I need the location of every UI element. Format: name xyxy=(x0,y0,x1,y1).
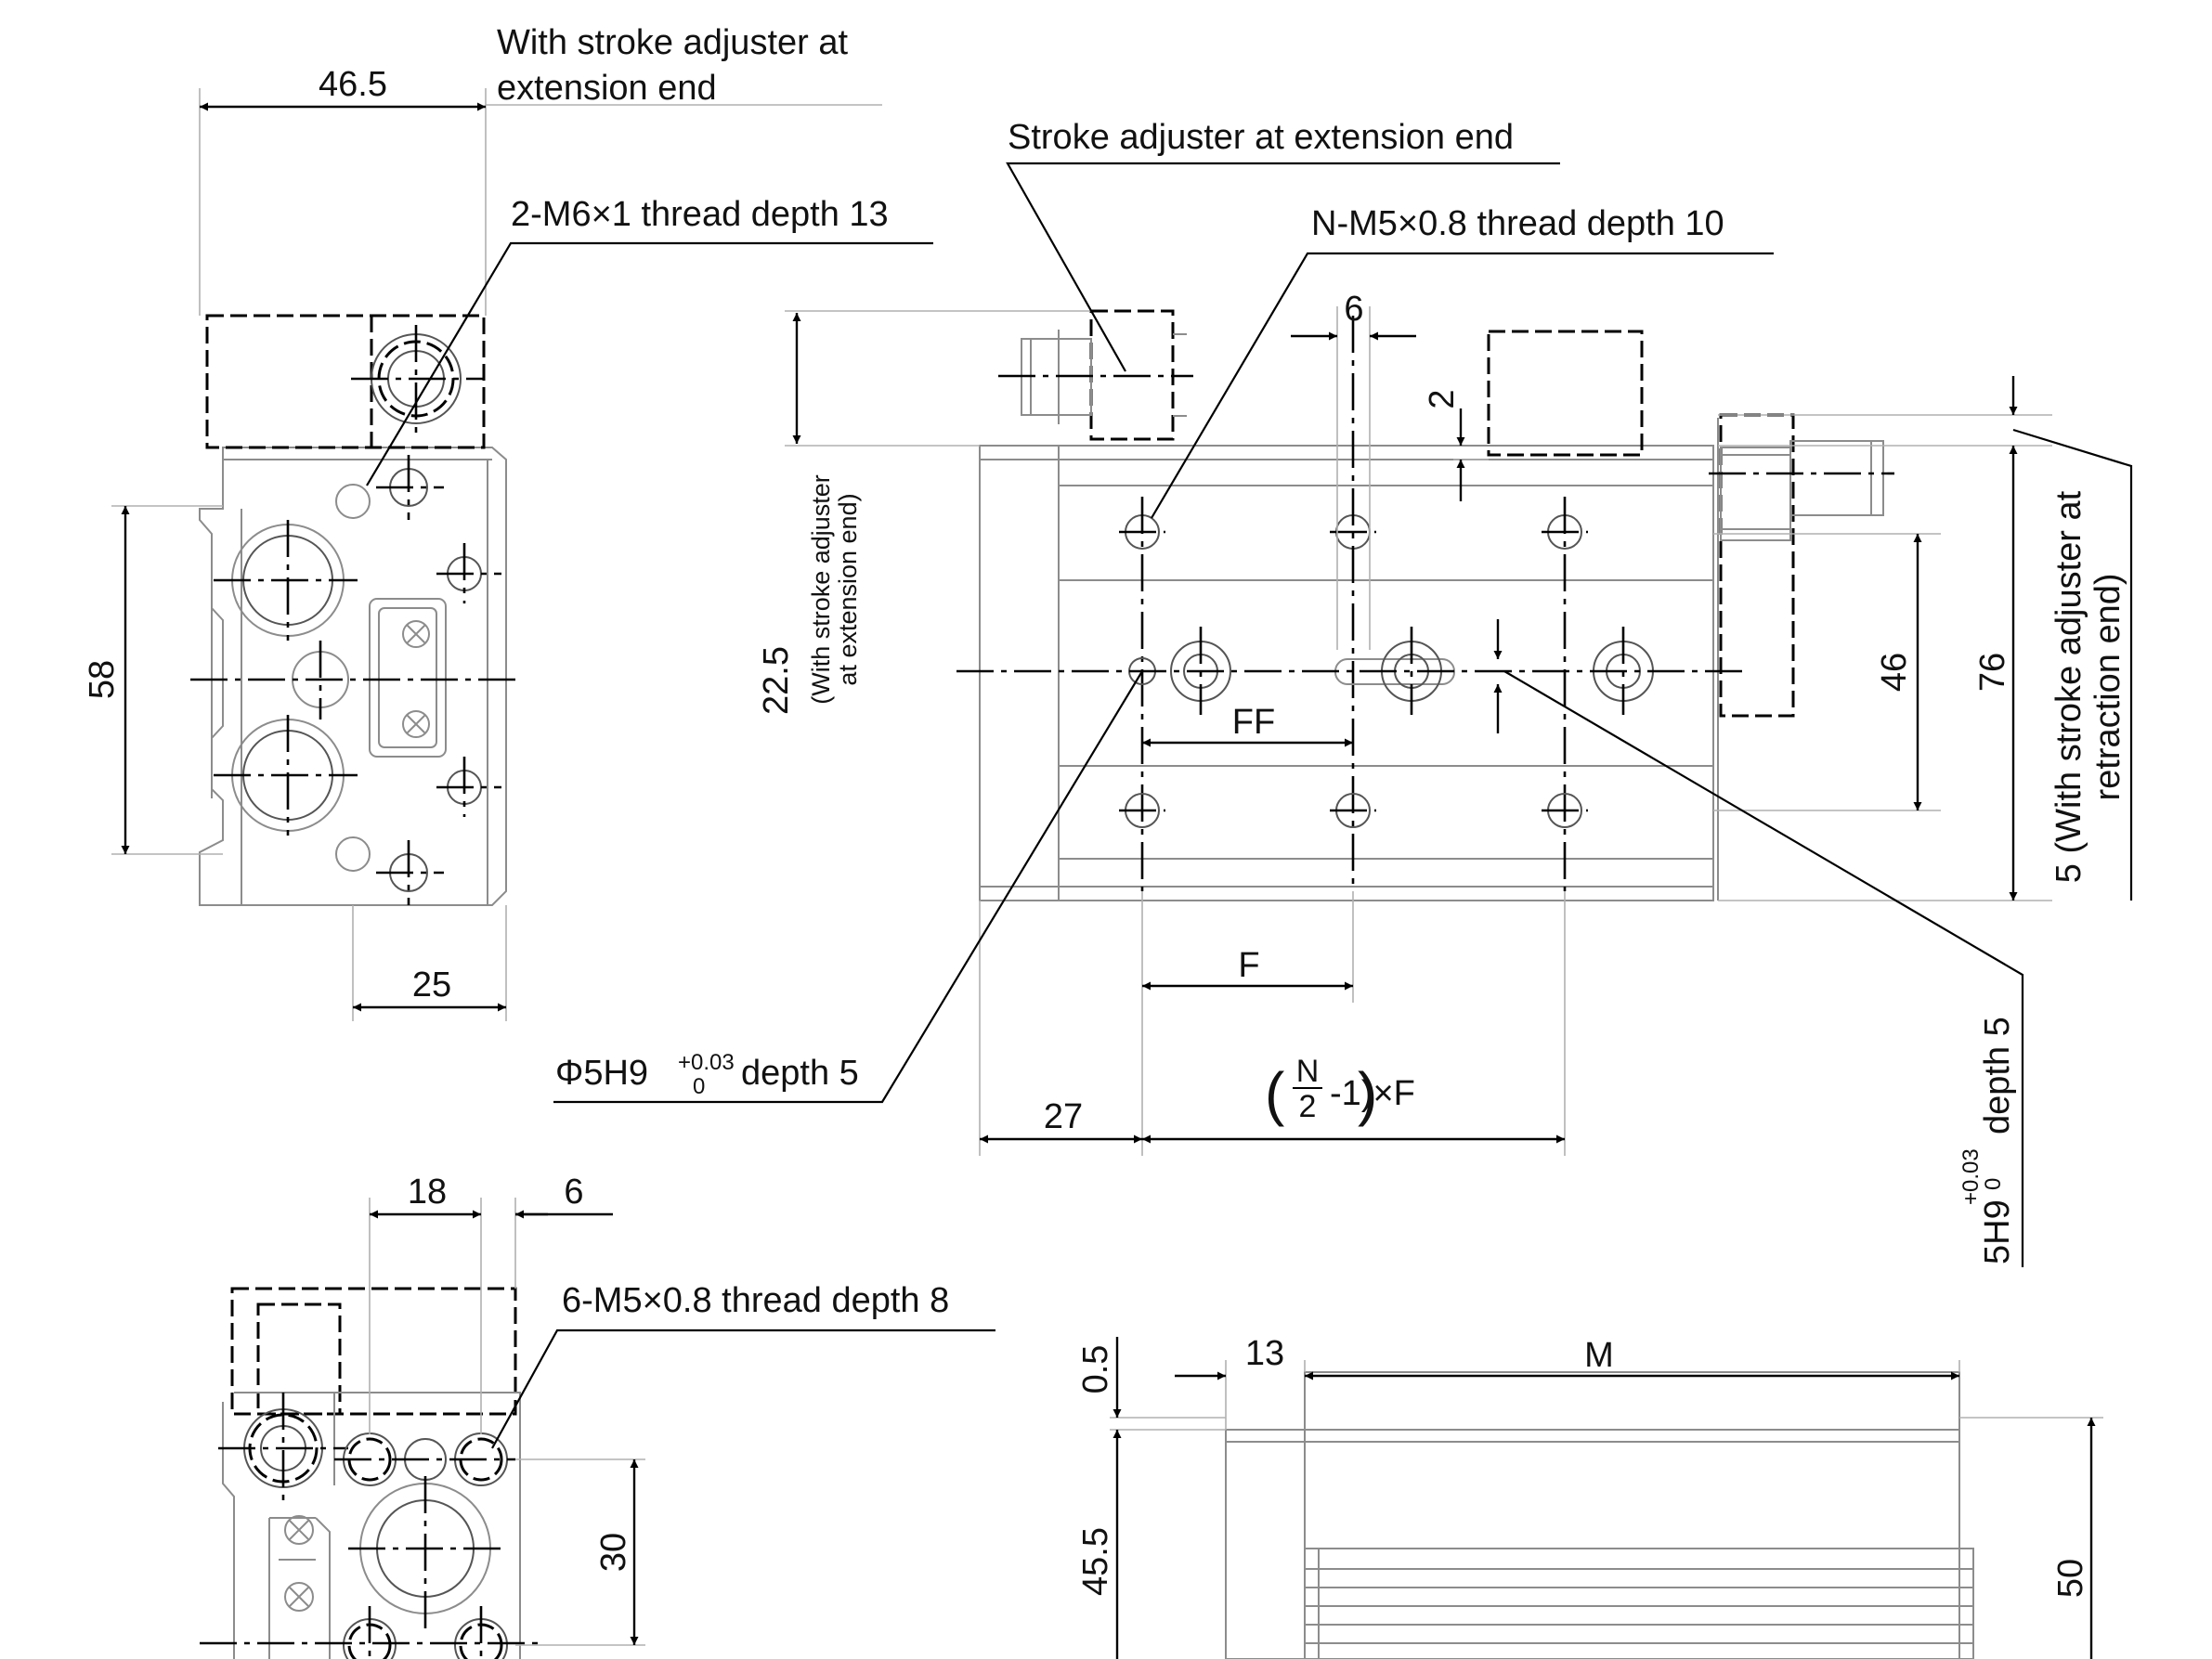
right-note-line2: retraction end) xyxy=(2088,573,2127,800)
stroke-adjuster-dashed-block xyxy=(205,314,486,449)
dim-25: 25 xyxy=(412,966,451,1004)
right-note-line1: 5 (With stroke adjuster at xyxy=(2049,490,2088,883)
stopper-dashed-block xyxy=(1487,330,1644,457)
side-note-line2: at extension end) xyxy=(834,493,862,685)
label-phi5h9-tol-plus: +0.03 xyxy=(678,1050,735,1075)
end-view-top-left: 46.5 58 25 With stroke adjuster at exten… xyxy=(83,23,933,1021)
leader-phi5h9 xyxy=(553,670,1143,1104)
label-stroke-adjuster-ext-end: Stroke adjuster at extension end xyxy=(1008,118,1514,157)
label-5h9: 5H9 xyxy=(1978,1199,2017,1264)
label-2-m6-thread: 2-M6×1 thread depth 13 xyxy=(511,195,889,234)
label-5h9-tol-plus: +0.03 xyxy=(1958,1148,1984,1205)
dim-76: 76 xyxy=(1973,653,2012,692)
dim-30: 30 xyxy=(594,1533,633,1572)
dim-27: 27 xyxy=(1044,1097,1083,1136)
bottom-adjuster-dashed xyxy=(230,1287,517,1416)
label-with-stroke-adjuster-ext-1: With stroke adjuster at xyxy=(497,23,848,62)
end-view-body-outline xyxy=(199,447,507,906)
label-6-m5-thread: 6-M5×0.8 thread depth 8 xyxy=(562,1281,949,1320)
side-view-bottom-right: 13 M 0.5 45.5 50 xyxy=(1076,1334,2103,1659)
dim-M: M xyxy=(1584,1336,1614,1375)
centre-row-holes xyxy=(956,627,1746,715)
dim-0-5: 0.5 xyxy=(1076,1345,1115,1394)
dim-22-5: 22.5 xyxy=(757,646,796,715)
end-view-bottom-left: 18 6 30 6-M5×0.8 thread depth 8 xyxy=(200,1173,995,1659)
dim-2: 2 xyxy=(1423,389,1462,408)
leader-2-m6 xyxy=(366,241,933,486)
formula-rest: -1)×F xyxy=(1330,1074,1415,1113)
label-5h9-depth: depth 5 xyxy=(1978,1017,2017,1134)
dim-58: 58 xyxy=(83,660,122,699)
formula-open-paren: ( xyxy=(1265,1060,1284,1127)
dim-FF: FF xyxy=(1232,703,1275,742)
leader-stroke-adjuster xyxy=(1006,162,1560,372)
dim-6-bottom: 6 xyxy=(564,1173,583,1212)
formula-2: 2 xyxy=(1299,1089,1317,1124)
dim-45-5: 45.5 xyxy=(1076,1527,1115,1596)
table-body-outline xyxy=(979,445,1714,901)
dim-F: F xyxy=(1238,946,1259,985)
leader-6-m5 xyxy=(491,1328,995,1449)
dim-13: 13 xyxy=(1245,1334,1284,1373)
label-with-stroke-adjuster-ext-2: extension end xyxy=(497,69,717,108)
label-phi5h9: Φ5H9 xyxy=(555,1054,648,1093)
leader-5h9 xyxy=(1503,670,2024,1267)
plan-view-top-right: 22.5 (With stroke adjuster at extension … xyxy=(553,118,2133,1267)
thread-holes xyxy=(1119,316,1588,891)
label-phi5h9-tol-zero: 0 xyxy=(693,1074,705,1099)
formula-close-paren: ) xyxy=(1358,1060,1377,1127)
dim-18: 18 xyxy=(408,1173,447,1212)
label-n-m5-thread: N-M5×0.8 thread depth 10 xyxy=(1311,204,1724,243)
dim-46: 46 xyxy=(1875,653,1914,692)
label-5h9-tol-zero: 0 xyxy=(1981,1178,2006,1190)
leader-n-m5 xyxy=(1151,252,1774,519)
label-phi5h9-depth: depth 5 xyxy=(741,1054,859,1093)
formula-n: N xyxy=(1296,1054,1320,1089)
formula-n-over-2-minus-1-times-f: ( N 2 ) -1)×F xyxy=(1265,1054,1415,1127)
dim-46-5: 46.5 xyxy=(319,65,387,104)
side-note-line1: (With stroke adjuster xyxy=(807,474,835,705)
dim-50: 50 xyxy=(2051,1559,2090,1598)
dim-6-top: 6 xyxy=(1344,290,1363,329)
